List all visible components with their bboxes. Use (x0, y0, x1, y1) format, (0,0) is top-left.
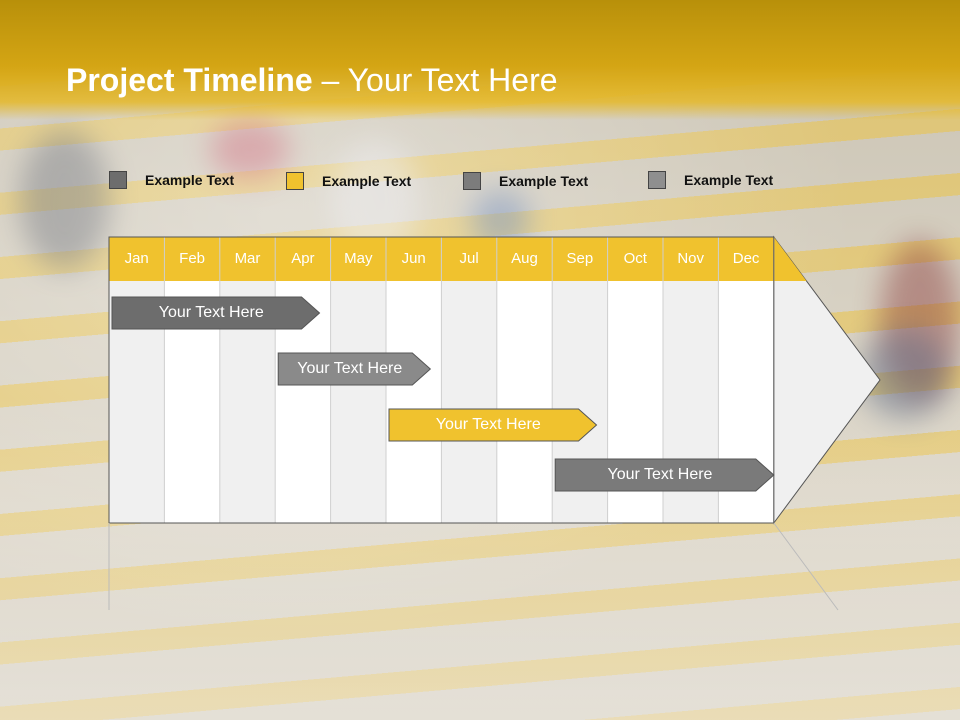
month-header-cell (663, 237, 719, 281)
month-header-cell (552, 237, 608, 281)
title-bar (0, 0, 960, 120)
month-label: Aug (511, 250, 538, 267)
month-label: Nov (677, 250, 705, 267)
month-column (330, 281, 386, 523)
legend-label: Example Text (145, 172, 235, 188)
legend-swatch (286, 172, 304, 190)
month-label: Jan (124, 250, 149, 267)
legend-label: Example Text (322, 173, 412, 189)
title-rest: – Your Text Here (312, 62, 558, 98)
legend-label: Example Text (684, 172, 774, 188)
legend-item: Example Text (463, 172, 588, 190)
month-header-cell (109, 237, 165, 281)
month-header-cell (496, 237, 553, 281)
task-bar (388, 408, 598, 442)
task-bar-label: Your Text Here (435, 416, 541, 433)
legend-swatch (463, 172, 481, 190)
task-bar-label: Your Text Here (297, 360, 403, 377)
month-header-cell (330, 237, 386, 281)
task-bar-label: Your Text Here (158, 304, 264, 321)
month-header-cell (164, 237, 220, 281)
month-column (441, 281, 497, 523)
title-bold: Project Timeline (66, 62, 313, 98)
month-label: Jul (459, 250, 479, 267)
arrow-head-header (773, 237, 807, 281)
legend-item: Example Text (109, 171, 234, 189)
month-header-cell (607, 237, 663, 281)
month-header-cell (718, 237, 774, 281)
page-title: Project Timeline – Your Text Here (66, 62, 558, 99)
month-column (496, 281, 553, 523)
month-label: Dec (732, 250, 760, 267)
task-bar (277, 352, 432, 386)
month-label: Oct (623, 250, 647, 267)
month-column (386, 281, 442, 523)
month-header-cell (219, 237, 276, 281)
month-label: Feb (179, 250, 206, 267)
task-bar-label: Your Text Here (607, 466, 713, 483)
reflection-line (773, 522, 839, 611)
month-header-cell (275, 237, 331, 281)
month-header-cell (441, 237, 497, 281)
month-header-cell (386, 237, 442, 281)
legend-swatch (648, 171, 666, 189)
task-bar (111, 296, 321, 330)
task-bar (554, 458, 775, 492)
month-label: Apr (291, 250, 315, 267)
month-label: Mar (234, 250, 261, 267)
month-label: Sep (566, 250, 594, 267)
month-label: Jun (401, 250, 426, 267)
legend-label: Example Text (499, 173, 589, 189)
legend-item: Example Text (648, 171, 773, 189)
timeline-frame (108, 236, 775, 524)
month-label: May (344, 250, 373, 267)
legend-swatch (109, 171, 127, 189)
legend-item: Example Text (286, 172, 411, 190)
